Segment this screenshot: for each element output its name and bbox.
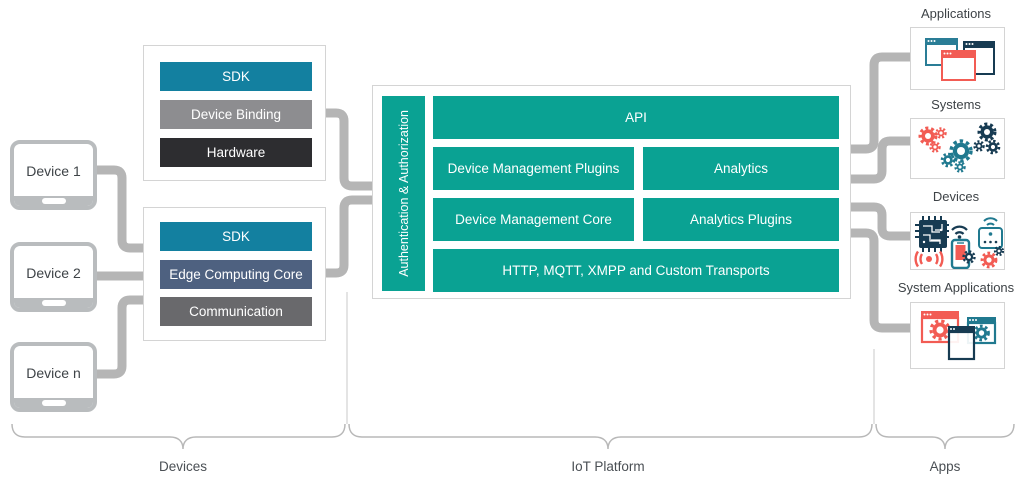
device-n-box: Device n	[10, 342, 97, 412]
applications-label: Applications	[920, 6, 992, 21]
stack2-sdk-bar: SDK	[160, 222, 312, 251]
stack1-hardware-bar: Hardware	[160, 138, 312, 167]
connector-device1-edge-stack	[96, 165, 146, 253]
connector-platform-systems	[850, 136, 911, 184]
connector-stack1-platform	[326, 108, 374, 191]
analytics-plugins-cell: Analytics Plugins	[643, 198, 839, 241]
device-management-plugins-cell: Device Management Plugins	[433, 147, 634, 190]
stack1-sdk-bar: SDK	[160, 62, 312, 91]
system-applications-icon-box	[910, 302, 1005, 369]
iot-platform-panel: Authentication & Authorization API Devic…	[372, 85, 851, 299]
brace-label-devices: Devices	[158, 459, 207, 474]
system-app-windows-icon	[920, 311, 997, 361]
connector-devicen-edge-stack	[96, 295, 146, 379]
device-1-box: Device 1	[10, 140, 97, 210]
wifi-icon	[951, 225, 968, 239]
devices-icon-box	[910, 212, 1005, 270]
device-home-bezel	[14, 398, 93, 408]
stack2-edge-computing-core-bar: Edge Computing Core	[160, 260, 312, 289]
iot-devices-icon	[914, 216, 1005, 270]
smartphone-icon	[950, 238, 976, 270]
navy-outline-window	[947, 326, 976, 361]
device-home-bezel	[14, 196, 93, 206]
applications-icon-box	[910, 27, 1005, 90]
device-management-core-cell: Device Management Core	[433, 198, 634, 241]
connector-platform-devices	[850, 202, 911, 241]
stack2-communication-bar: Communication	[160, 297, 312, 326]
device-stack-2-panel: SDK Edge Computing Core Communication	[143, 207, 326, 341]
radio-waves-icon	[914, 250, 944, 268]
device-2-label: Device 2	[26, 264, 81, 281]
coral-window	[941, 50, 976, 81]
brace-iot-platform	[348, 423, 873, 450]
device-1-label: Device 1	[26, 162, 81, 179]
iot-gateway-icon	[978, 217, 1003, 249]
gears-icon	[918, 122, 1001, 173]
api-bar: API	[433, 96, 839, 139]
stack1-device-binding-bar: Device Binding	[160, 100, 312, 129]
systems-label: Systems	[931, 97, 981, 112]
brace-apps	[875, 423, 1015, 450]
brace-label-apps: Apps	[929, 459, 961, 474]
coral-gears	[918, 126, 947, 153]
navy-gears	[973, 122, 1001, 155]
connector-platform-sysapps	[850, 228, 911, 333]
device-n-label: Device n	[26, 364, 81, 381]
connector-platform-applications	[850, 52, 911, 154]
systems-icon-box	[910, 118, 1005, 179]
gear-pair-icon	[980, 245, 1005, 269]
device-2-box: Device 2	[10, 242, 97, 312]
devices-label: Devices	[932, 189, 980, 204]
chip-icon	[915, 216, 949, 252]
system-applications-label: System Applications	[897, 280, 1015, 295]
connector-stack2-platform	[326, 195, 374, 278]
brace-label-iot-platform: IoT Platform	[571, 459, 645, 474]
app-windows-icon	[925, 38, 995, 81]
teal-gears	[940, 139, 973, 173]
analytics-cell: Analytics	[643, 147, 839, 190]
transports-bar: HTTP, MQTT, XMPP and Custom Transports	[433, 249, 839, 292]
device-stack-1-panel: SDK Device Binding Hardware	[143, 45, 326, 181]
brace-devices	[11, 423, 346, 450]
device-home-bezel	[14, 298, 93, 308]
auth-authorization-label: Authentication & Authorization	[396, 110, 411, 277]
auth-authorization-bar: Authentication & Authorization	[382, 96, 425, 291]
